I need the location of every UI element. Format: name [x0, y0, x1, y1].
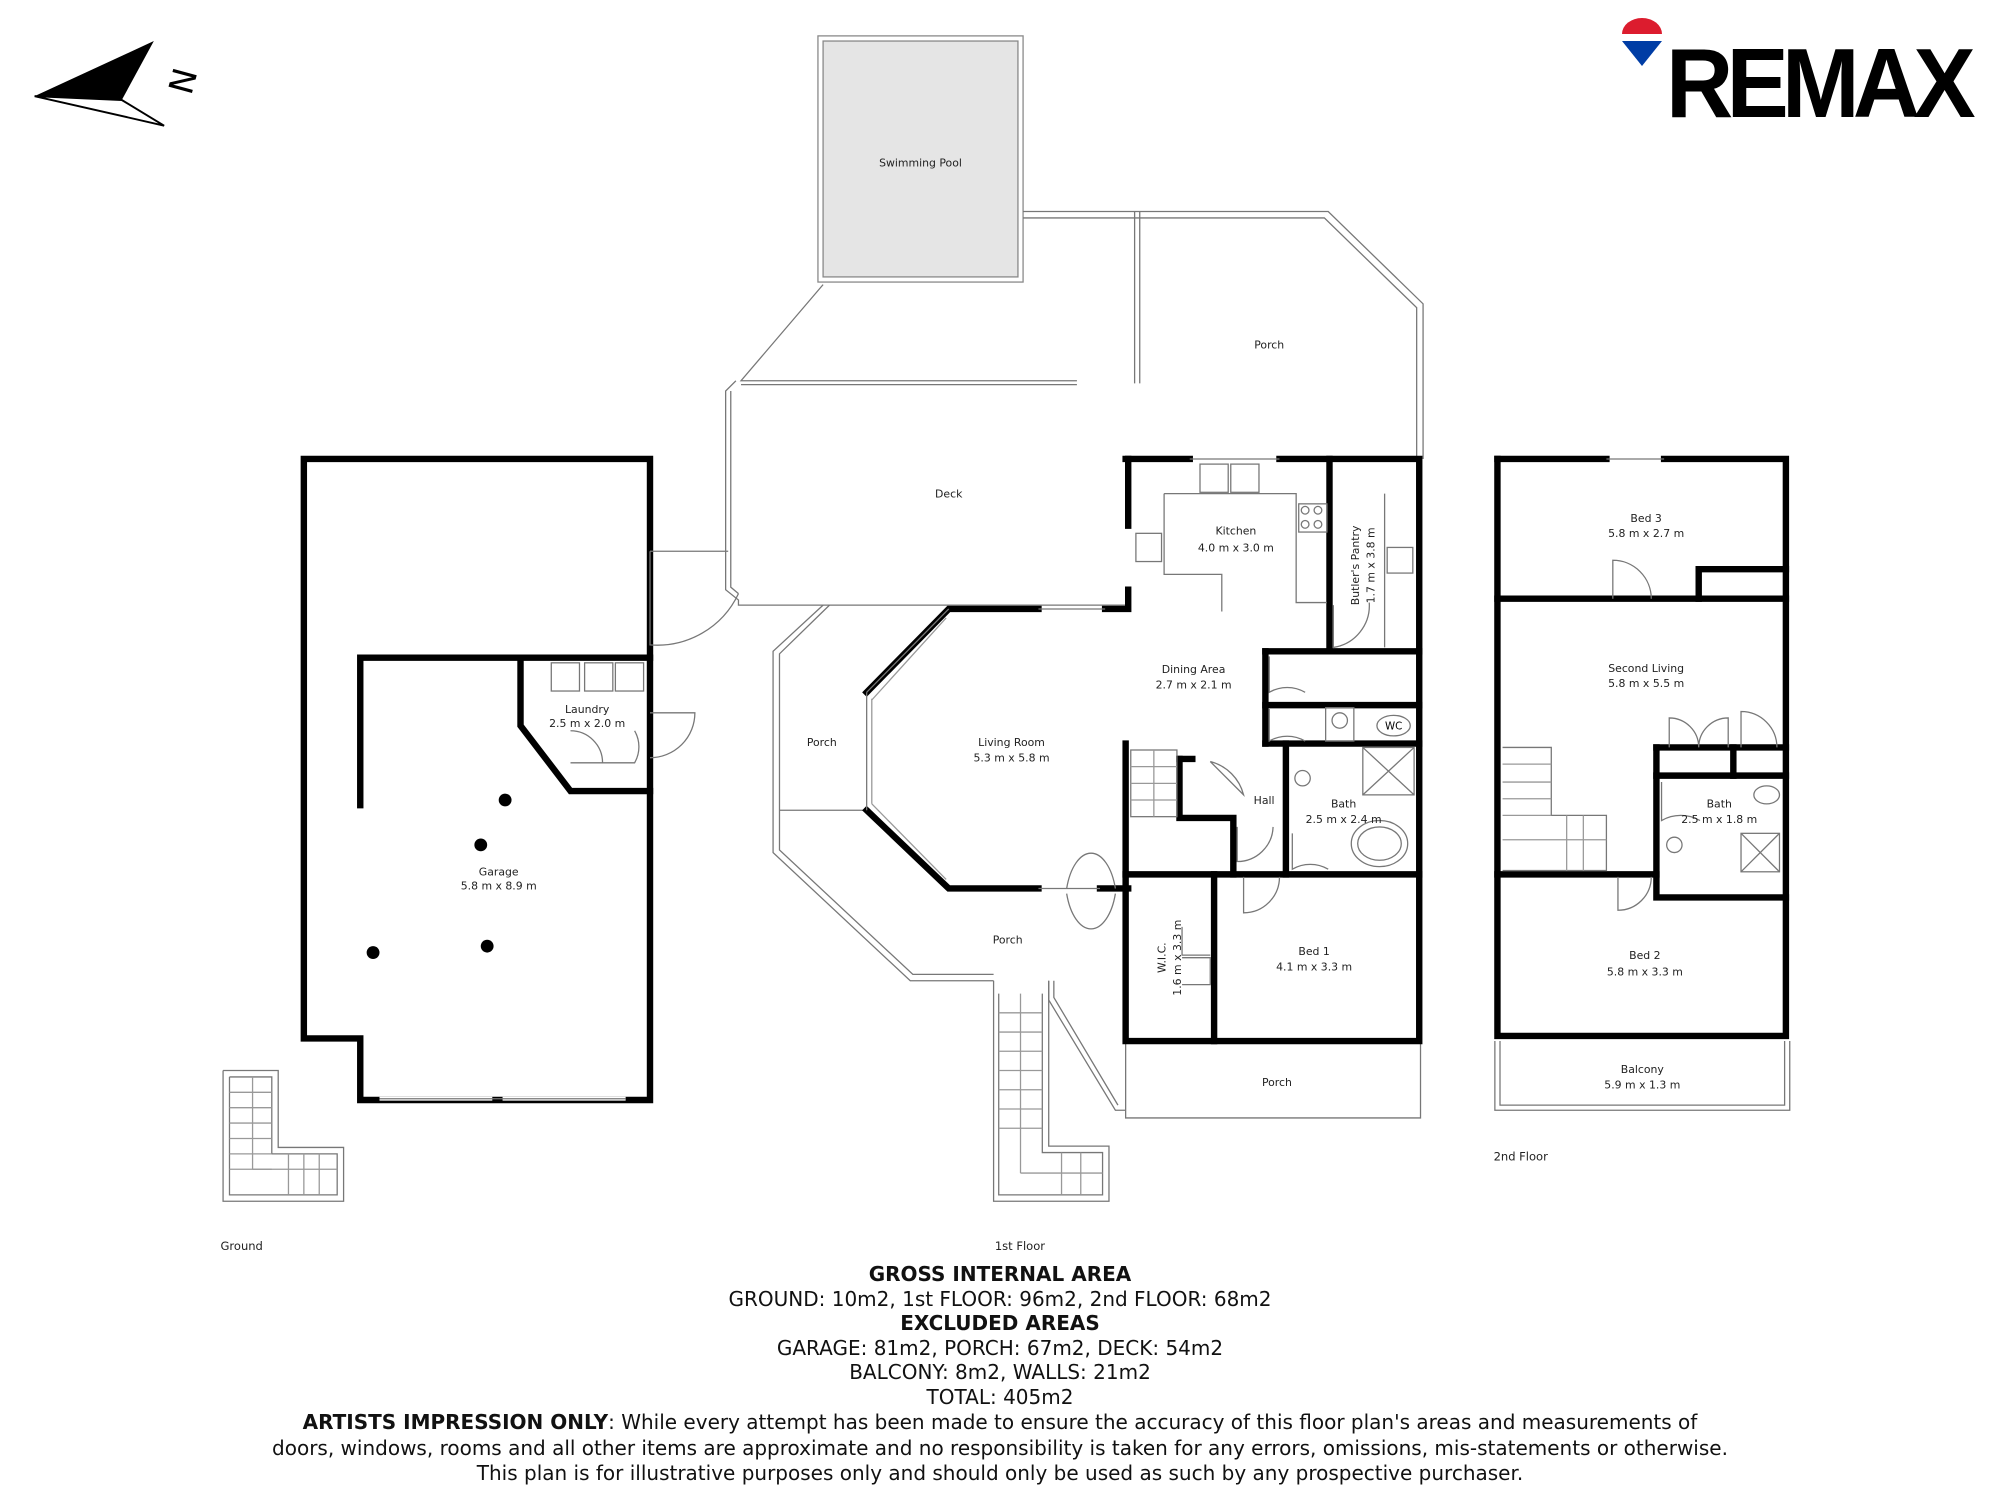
disclaimer-line-2: doors, windows, rooms and all other item… [272, 1435, 1728, 1460]
wc-label: WC [1385, 720, 1402, 732]
ground-floor-label: Ground [221, 1239, 263, 1253]
dining-name: Dining Area [1162, 663, 1226, 676]
living-dims: 5.3 m x 5.8 m [974, 752, 1050, 765]
second-living-dims: 5.8 m x 5.5 m [1608, 677, 1684, 690]
first-floor-stairs [992, 980, 1110, 1202]
kitchen-name: Kitchen [1215, 525, 1256, 538]
remax-balloon-icon [1622, 18, 1662, 66]
pantry-name: Butler's Pantry [1349, 525, 1362, 605]
porch-left-name: Porch [807, 736, 837, 749]
hall-name: Hall [1254, 794, 1275, 807]
area-summary: GROSS INTERNAL AREA GROUND: 10m2, 1st FL… [0, 1262, 2000, 1487]
ground-stairs [222, 1069, 345, 1202]
second-living-name: Second Living [1608, 662, 1684, 675]
garage-name: Garage [479, 866, 519, 879]
pool-name: Swimming Pool [879, 157, 962, 170]
gross-line: GROUND: 10m2, 1st FLOOR: 96m2, 2nd FLOOR… [728, 1286, 1272, 1311]
first-floor-plan: Swimming Pool [725, 35, 1424, 1253]
bed1-name: Bed 1 [1298, 945, 1329, 958]
ground-floor-plan: Laundry 2.5 m x 2.0 m Garage 5.8 m x 8.9… [221, 455, 740, 1253]
balcony-name: Balcony [1621, 1063, 1665, 1076]
gross-heading: GROSS INTERNAL AREA [868, 1262, 1132, 1286]
wic-name: W.I.C. [1155, 942, 1168, 973]
disclaimer: ARTISTS IMPRESSION ONLY: While every att… [0, 1410, 2000, 1487]
bath1-dims: 2.5 m x 2.4 m [1306, 813, 1382, 826]
second-floor-label: 2nd Floor [1494, 1149, 1549, 1163]
compass-north-arrow-icon: N [34, 41, 205, 127]
excluded-line-1: GARAGE: 81m2, PORCH: 67m2, DECK: 54m2 [776, 1335, 1224, 1360]
second-floor-stairs [1502, 746, 1608, 872]
dining-dims: 2.7 m x 2.1 m [1156, 678, 1232, 691]
remax-logo-text: REMAX [1666, 28, 1976, 138]
first-floor-label: 1st Floor [995, 1239, 1045, 1253]
excluded-line-2: BALCONY: 8m2, WALLS: 21m2 [849, 1360, 1151, 1384]
kitchen-dims: 4.0 m x 3.0 m [1198, 541, 1274, 554]
bed3-name: Bed 3 [1630, 512, 1662, 525]
bath2-name: Bath [1707, 798, 1732, 811]
porch-top-name: Porch [1254, 339, 1284, 352]
laundry-name: Laundry [565, 703, 610, 716]
balcony-dims: 5.9 m x 1.3 m [1604, 1078, 1680, 1091]
garage-dims: 5.8 m x 8.9 m [461, 880, 537, 893]
second-floor-plan: Bed 3 5.8 m x 2.7 m Second Living 5.8 m … [1494, 455, 1791, 1163]
bed2-name: Bed 2 [1629, 949, 1660, 962]
wic-dims: 1.6 m x 3.3 m [1171, 920, 1184, 996]
remax-logo: REMAX [1620, 18, 1980, 138]
bed1-dims: 4.1 m x 3.3 m [1276, 961, 1352, 974]
compass-label: N [161, 64, 205, 98]
disclaimer-bold: ARTISTS IMPRESSION ONLY [302, 1410, 609, 1434]
bath2-dims: 2.5 m x 1.8 m [1681, 813, 1757, 826]
disclaimer-line-3: This plan is for illustrative purposes o… [476, 1461, 1524, 1485]
bed2-dims: 5.8 m x 3.3 m [1607, 966, 1683, 979]
deck-name: Deck [935, 487, 963, 500]
laundry-dims: 2.5 m x 2.0 m [549, 717, 625, 730]
living-name: Living Room [978, 736, 1045, 749]
pantry-dims: 1.7 m x 3.8 m [1364, 527, 1377, 603]
disclaimer-line-1: : While every attempt has been made to e… [608, 1410, 1698, 1434]
total-area: TOTAL: 405m2 [926, 1384, 1074, 1409]
bed3-dims: 5.8 m x 2.7 m [1608, 527, 1684, 540]
porch-bed1-name: Porch [1262, 1076, 1292, 1089]
excluded-heading: EXCLUDED AREAS [900, 1311, 1100, 1335]
bath1-name: Bath [1331, 798, 1356, 811]
porch-bottom-name: Porch [993, 934, 1023, 947]
